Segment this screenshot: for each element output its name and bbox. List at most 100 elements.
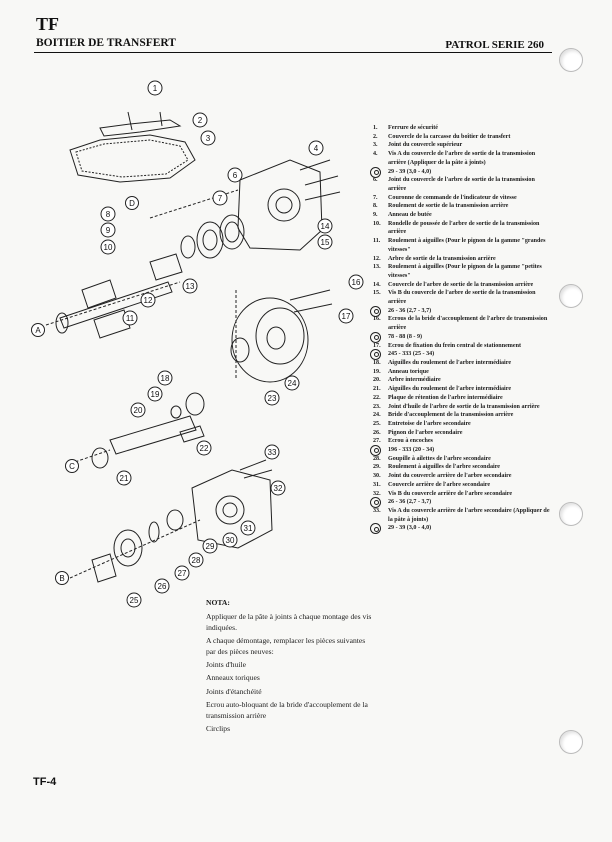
legend-text: Joint d'huile de l'arbre de sortie de la… xyxy=(388,403,540,410)
legend-text: 29 - 39 (3,0 - 4,0) xyxy=(388,168,432,175)
legend-text: Joint du couvercle supérieur xyxy=(388,142,463,149)
note-paragraph: Appliquer de la pâte à joints à chaque m… xyxy=(206,612,372,632)
torque-icon xyxy=(370,523,381,535)
ref-marker-B: B xyxy=(55,571,69,585)
legend-text: Arbre intermédiaire xyxy=(388,377,441,384)
svg-text:8: 8 xyxy=(106,210,111,219)
legend-number: 30. xyxy=(373,473,381,480)
legend-text: Joint du couvercle de l'arbre de sortie … xyxy=(388,177,535,192)
svg-text:7: 7 xyxy=(218,194,223,203)
header-rule xyxy=(34,52,552,53)
svg-text:1: 1 xyxy=(153,84,158,93)
legend-item: 30. Joint du couvercle arrière de l'arbre… xyxy=(370,472,550,481)
svg-text:4: 4 xyxy=(314,144,319,153)
legend-number: 9. xyxy=(373,212,378,219)
legend-item: 7.Couronne de commande de l'indicateur d… xyxy=(370,194,550,203)
legend-number: 26. xyxy=(373,429,381,436)
legend-item: 8.Roulement de sortie de la transmission… xyxy=(370,202,550,211)
torque-spec: 26 - 36 (2,7 - 3,7) xyxy=(370,305,550,317)
legend-item: 25.Entretoise de l'arbre secondaire xyxy=(370,420,550,429)
note-box: NOTA: Appliquer de la pâte à joints à ch… xyxy=(206,598,372,737)
legend-number: 11. xyxy=(373,238,381,245)
callout-17: 17 xyxy=(338,308,354,324)
svg-text:15: 15 xyxy=(321,238,330,247)
legend-item: 29.Roulement à aiguilles de l'arbre seco… xyxy=(370,463,550,472)
torque-icon xyxy=(370,331,381,343)
callout-33: 33 xyxy=(264,444,280,460)
callout-4: 4 xyxy=(308,140,324,156)
legend-text: Couvercle de l'arbre de sortie de la tra… xyxy=(388,281,534,288)
callout-10: 10 xyxy=(100,239,116,255)
legend-number: 14. xyxy=(373,281,381,288)
legend-text: Vis B du couvercle arrière de l'arbre se… xyxy=(388,490,513,497)
legend-item: 4.Vis A du couvercle de l'arbre de sorti… xyxy=(370,150,550,167)
legend-item: 20.Arbre intermédiaire xyxy=(370,376,550,385)
legend-item: 22.Plaque de rétention de l'arbre interm… xyxy=(370,394,550,403)
legend-number: 12. xyxy=(373,255,381,262)
svg-text:14: 14 xyxy=(321,222,330,231)
ref-marker-C: C xyxy=(65,459,79,473)
legend-number: 17. xyxy=(373,342,381,349)
legend-text: Joint du couvercle arrière de l'arbre se… xyxy=(388,473,512,480)
torque-icon xyxy=(370,497,381,509)
callout-28: 28 xyxy=(188,552,204,568)
torque-spec: 78 - 88 (8 - 9) xyxy=(370,331,550,343)
svg-text:3: 3 xyxy=(206,134,211,143)
binder-hole xyxy=(559,284,583,308)
note-paragraph: A chaque démontage, remplacer les pièces… xyxy=(206,636,366,656)
note-item: Joints d'étanchéité xyxy=(206,686,262,696)
callout-31: 31 xyxy=(240,520,256,536)
svg-text:10: 10 xyxy=(104,243,113,252)
torque-spec: 26 - 36 (2,7 - 3,7) xyxy=(370,497,550,509)
legend-number: 19. xyxy=(373,368,381,375)
legend-item: 33.Vis A du couvercle arrière de l'arbre… xyxy=(370,507,550,524)
binder-hole xyxy=(559,502,583,526)
svg-text:21: 21 xyxy=(120,474,129,483)
svg-text:C: C xyxy=(69,462,75,471)
note-item: Anneaux toriques xyxy=(206,673,260,683)
section-title: BOITIER DE TRANSFERT xyxy=(36,37,176,49)
legend-text: 26 - 36 (2,7 - 3,7) xyxy=(388,307,432,314)
legend-text: Bride d'accouplement de la transmission … xyxy=(388,412,514,419)
legend-number: 32. xyxy=(373,490,381,497)
torque-spec: 29 - 39 (3,0 - 4,0) xyxy=(370,523,550,535)
callout-30: 30 xyxy=(222,532,238,548)
legend-item: 24.Bride d'accouplement de la transmissi… xyxy=(370,411,550,420)
legend-number: 16. xyxy=(373,316,381,323)
legend-number: 3. xyxy=(373,142,378,149)
legend-text: Roulement à aiguilles (Pour le pignon de… xyxy=(388,264,542,279)
legend-number: 28. xyxy=(373,455,381,462)
note-item: Joints d'huile xyxy=(206,660,246,670)
legend-text: Entretoise de l'arbre secondaire xyxy=(388,420,471,427)
model-series: PATROL SERIE 260 xyxy=(445,39,544,51)
legend-text: Arbre de sortie de la transmission arriè… xyxy=(388,255,496,262)
legend-item: 15.Vis B du couvercle de l'arbre de sort… xyxy=(370,289,550,306)
ref-marker-D: D xyxy=(125,196,139,210)
legend-text: Couronne de commande de l'indicateur de … xyxy=(388,194,517,201)
callout-22: 22 xyxy=(196,440,212,456)
torque-icon xyxy=(370,305,381,317)
legend-text: Vis A du couvercle de l'arbre de sortie … xyxy=(388,151,536,166)
binder-hole xyxy=(559,730,583,754)
legend-item: 2.Couvercle de la carcasse du boîtier de… xyxy=(370,133,550,142)
legend-item: 19.Anneau torique xyxy=(370,368,550,377)
callout-20: 20 xyxy=(130,402,146,418)
legend-number: 22. xyxy=(373,394,381,401)
note-title: NOTA: xyxy=(206,598,230,607)
legend-number: 21. xyxy=(373,386,381,393)
svg-text:22: 22 xyxy=(200,444,209,453)
legend-text: Couvercle de la carcasse du boîtier de t… xyxy=(388,133,511,140)
legend-number: 6. xyxy=(373,177,378,184)
legend-item: 12. Arbre de sortie de la transmission ar… xyxy=(370,255,550,264)
svg-text:17: 17 xyxy=(342,312,351,321)
callout-1: 1 xyxy=(147,80,163,96)
callout-6: 6 xyxy=(227,167,243,183)
legend-number: 33. xyxy=(373,507,381,514)
callout-15: 15 xyxy=(317,234,333,250)
legend-item: 26.Pignon de l'arbre secondaire xyxy=(370,429,550,438)
svg-text:26: 26 xyxy=(158,582,167,591)
legend-text: 29 - 39 (3,0 - 4,0) xyxy=(388,525,432,532)
note-list: Joints d'huile Anneaux toriques Joints d… xyxy=(206,660,372,734)
